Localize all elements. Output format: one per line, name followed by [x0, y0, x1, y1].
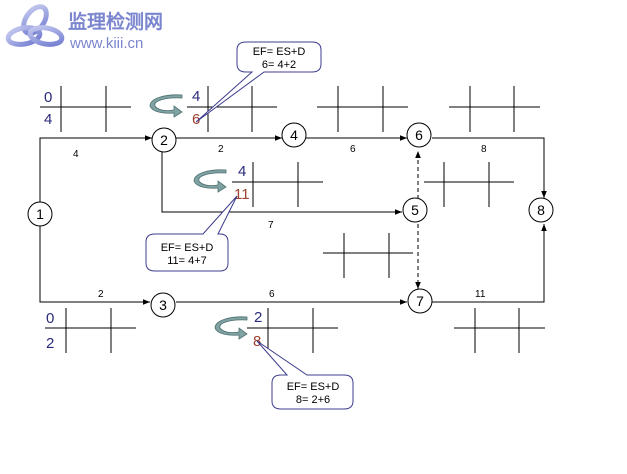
- duration-6-8: 8: [481, 144, 487, 155]
- callout-formula: EF= ES+D: [287, 381, 340, 393]
- arrow-2-5: [161, 150, 402, 215]
- grid-5-6-area: [424, 162, 514, 207]
- duration-4-6: 6: [350, 144, 356, 155]
- interlocked-rings-logo-icon: [5, 4, 65, 47]
- node-1: 1: [27, 201, 53, 227]
- es-2-5: 4: [238, 163, 246, 180]
- grid-4-6: [317, 86, 408, 132]
- duration-7-8: 11: [475, 289, 486, 300]
- node-label: 6: [415, 127, 423, 143]
- callout-calculation: 6= 4+2: [262, 59, 296, 71]
- time-grids: [40, 86, 545, 353]
- node-label: 8: [537, 202, 545, 218]
- node-3: 3: [150, 292, 176, 318]
- grid-1-3: [45, 308, 136, 353]
- arrow-6-8: [432, 137, 547, 198]
- logo-title: 监理检测网: [68, 10, 163, 33]
- duration-labels: 4 2 6 8 7 2 6 11: [73, 144, 487, 300]
- ef-2-5: 11: [234, 186, 250, 203]
- node-label: 5: [411, 202, 419, 218]
- logo-url: www.kiii.cn: [69, 35, 143, 52]
- duration-3-7: 6: [269, 289, 275, 300]
- es-2-4: 4: [192, 88, 200, 105]
- node-label: 2: [160, 132, 168, 148]
- callout-ef-3-7: EF= ES+D 8= 2+6: [256, 340, 354, 410]
- es-1-2: 0: [44, 89, 52, 106]
- ef-1-2: 4: [44, 111, 52, 128]
- node-4: 4: [281, 122, 307, 148]
- node-6: 6: [406, 122, 432, 148]
- callout-calculation: 11= 4+7: [167, 255, 207, 267]
- rotate-arrow-icon: [149, 94, 183, 118]
- nodes: 1 2 3 4 5 6 7 8: [27, 122, 554, 318]
- duration-1-3: 2: [98, 289, 104, 300]
- node-label: 1: [36, 206, 44, 222]
- arrow-1-2: [39, 135, 152, 203]
- grid-5-7-area: [323, 233, 413, 278]
- es-1-3: 0: [46, 310, 54, 327]
- callout-ef-2-5: EF= ES+D 11= 4+7: [145, 195, 238, 272]
- rotate-arrows: [149, 94, 248, 340]
- arrow-1-3: [39, 226, 150, 305]
- node-label: 3: [159, 297, 167, 313]
- grid-6-8: [449, 86, 540, 132]
- node-8: 8: [528, 197, 554, 223]
- grid-7-8: [454, 308, 545, 353]
- node-label: 7: [416, 293, 424, 309]
- site-logo[interactable]: 监理检测网 www.kiii.cn: [5, 3, 163, 52]
- node-label: 4: [290, 127, 298, 143]
- node-7: 7: [407, 288, 433, 314]
- arrow-7-8: [432, 224, 547, 303]
- callout-formula: EF= ES+D: [253, 46, 306, 58]
- arrows: [39, 135, 547, 305]
- callout-calculation: 8= 2+6: [296, 394, 330, 406]
- callouts: EF= ES+D 6= 4+2 EF= ES+D 11= 4+7 EF= ES+…: [145, 41, 354, 410]
- rotate-arrow-icon: [214, 316, 248, 340]
- ef-1-3: 2: [46, 335, 54, 352]
- node-5: 5: [402, 197, 428, 223]
- rotate-arrow-icon: [193, 169, 227, 193]
- duration-1-2: 4: [73, 149, 79, 160]
- ef-2-4: 6: [192, 111, 200, 128]
- duration-2-5: 7: [268, 220, 274, 231]
- node-2: 2: [151, 127, 177, 153]
- es-3-7: 2: [254, 309, 262, 326]
- callout-ef-2-4: EF= ES+D 6= 4+2: [195, 41, 322, 123]
- grid-3-7: [247, 308, 338, 353]
- callout-formula: EF= ES+D: [161, 242, 214, 254]
- grid-1-2: [40, 86, 131, 132]
- grid-2-5: [232, 162, 323, 207]
- grid-2-4: [187, 86, 277, 132]
- duration-2-4: 2: [218, 144, 224, 155]
